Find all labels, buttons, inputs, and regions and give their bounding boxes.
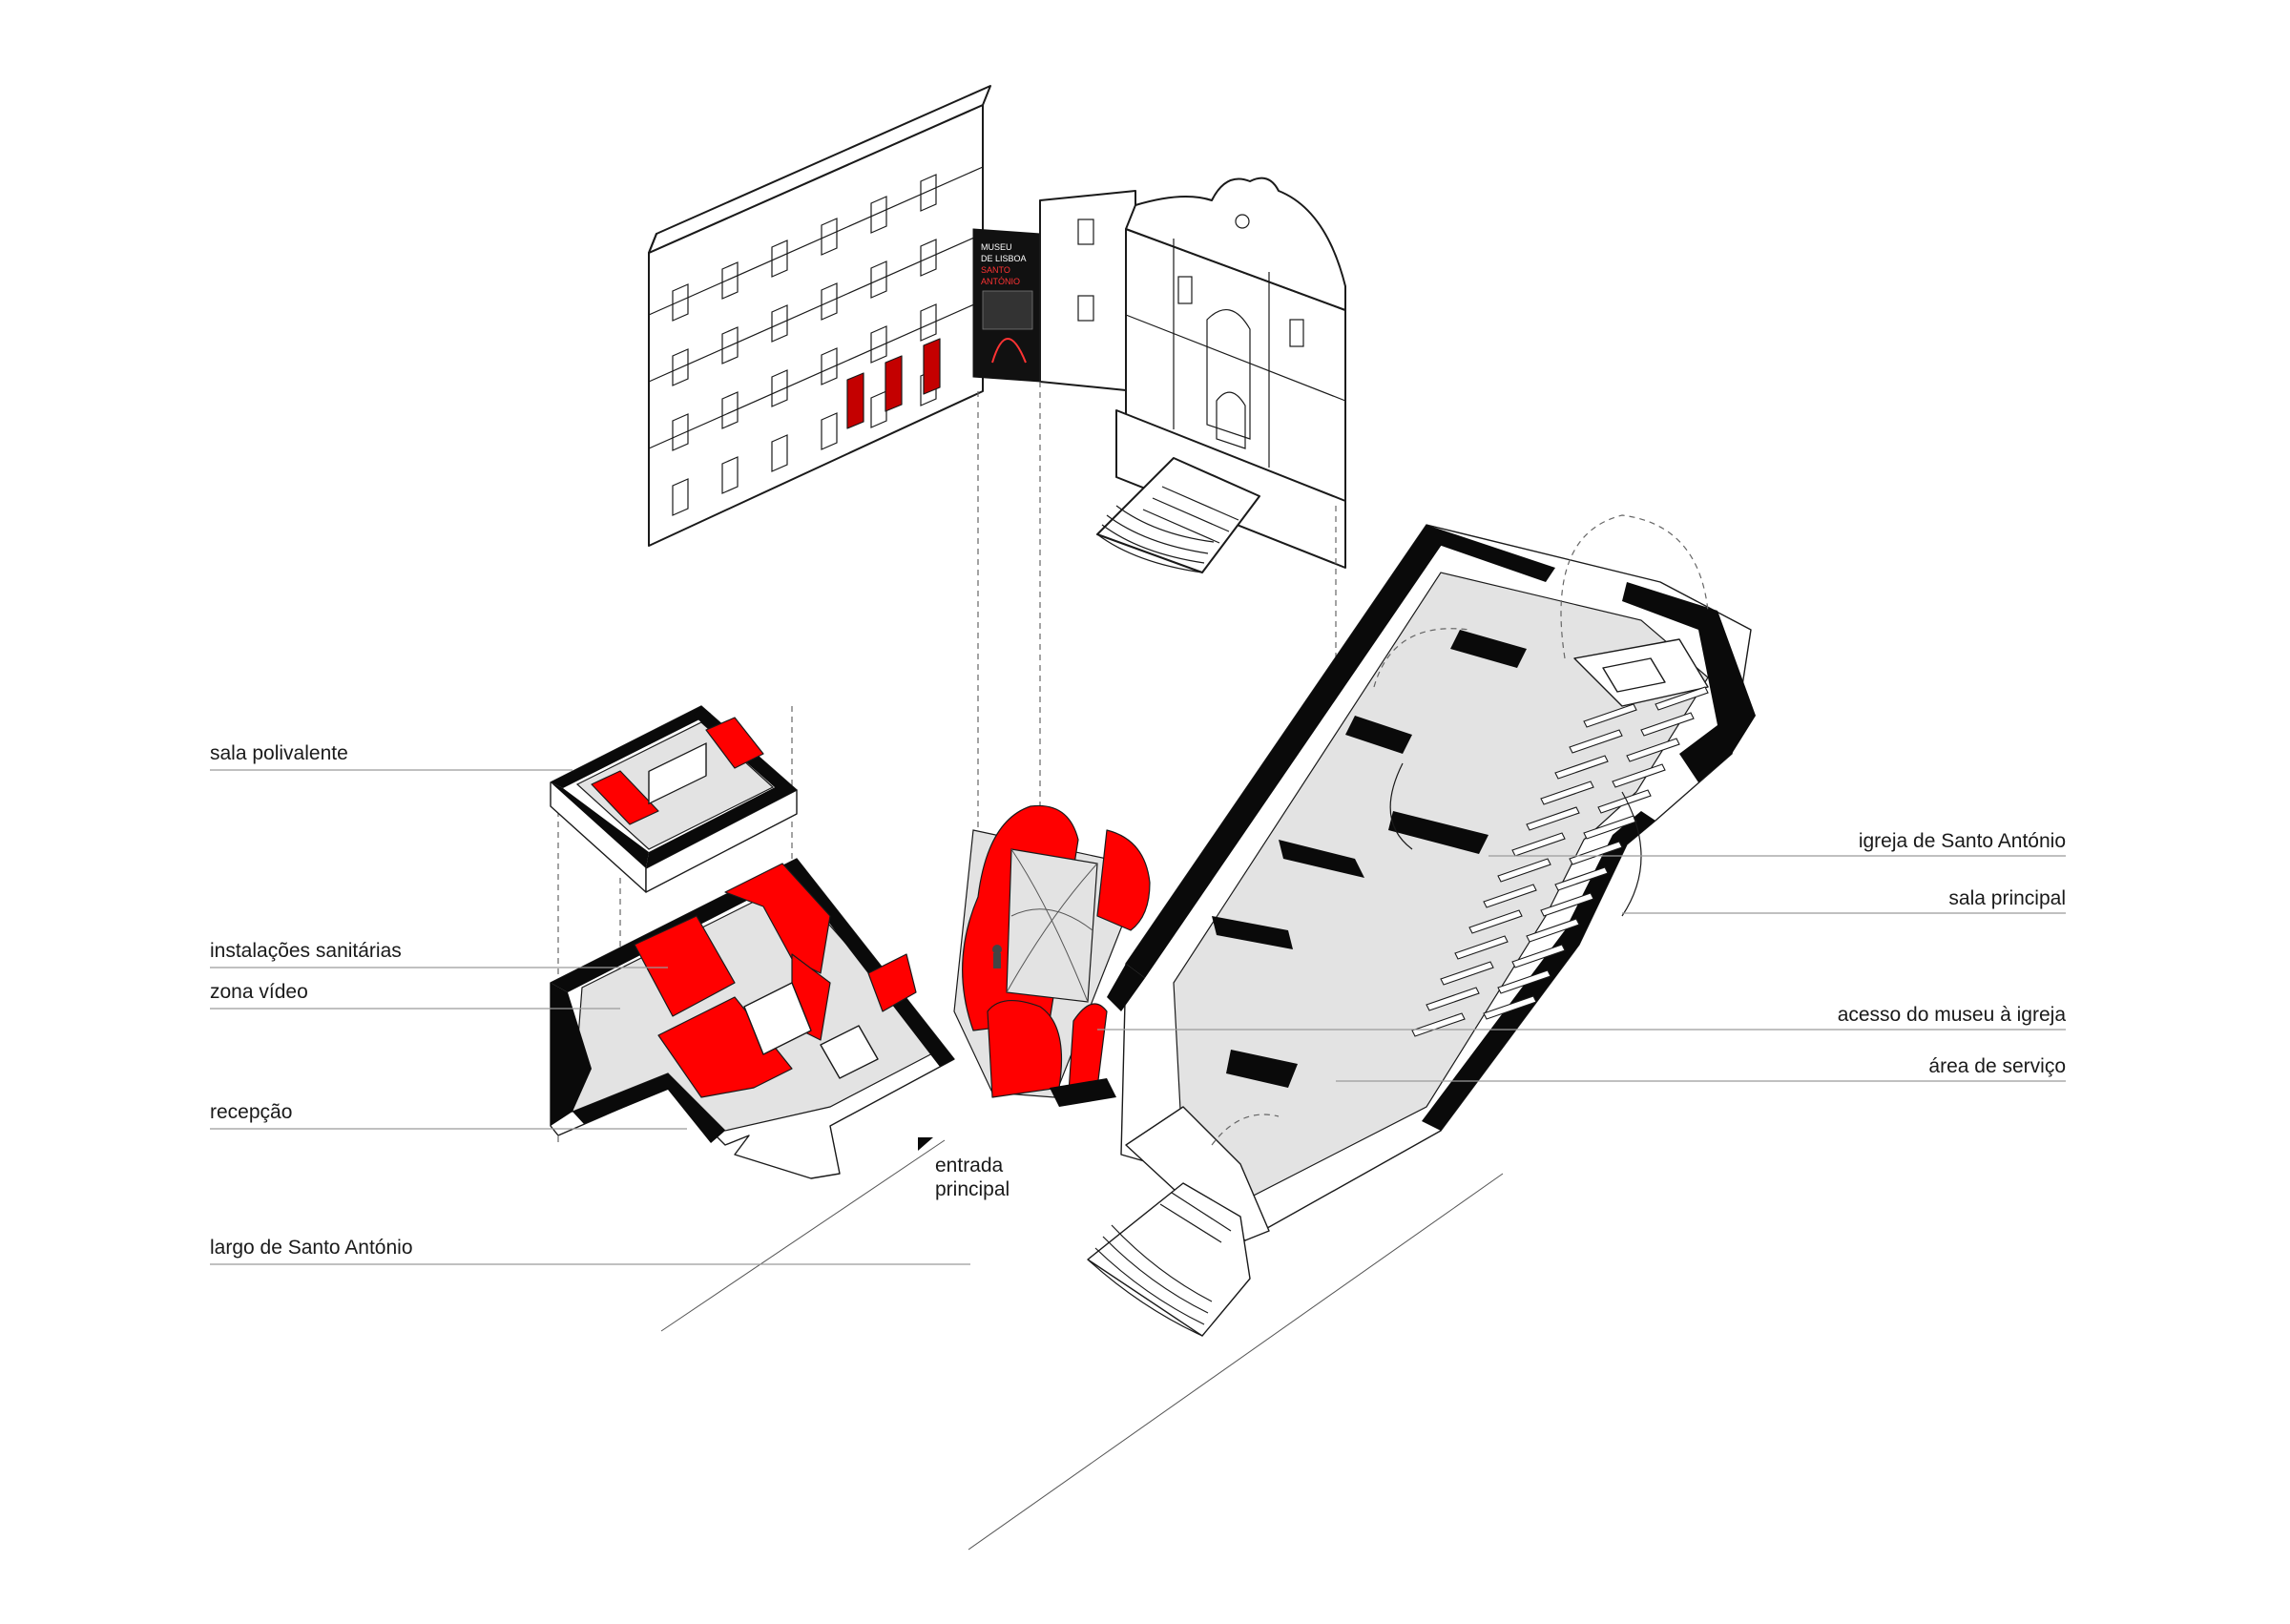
church-pew [1483,884,1537,908]
facade-window [672,283,689,322]
church-pew [1640,712,1695,737]
banner-text-2: DE LISBOA [981,254,1027,263]
church-pew [1526,806,1580,831]
label-area-servico: área de serviço [1928,1055,2066,1077]
label-igreja-santo-antonio: igreja de Santo António [1859,830,2066,852]
museum-building-facade [648,85,991,547]
label-recepcao: recepção [210,1101,292,1123]
facade-window [771,434,788,472]
banner-text-1: MUSEU [981,242,1012,252]
museum-ground-floor-plan [550,858,955,1179]
church-pew [1569,729,1623,754]
church-pew [1483,995,1537,1020]
facade-window [870,325,887,364]
church-plan [1087,514,1756,1337]
facade-window [870,260,887,299]
facade-window [721,456,739,494]
church-pew [1454,935,1509,960]
church-pew [1497,969,1551,994]
facade-window [821,218,838,256]
banner-text-4: ANTÓNIO [981,277,1020,286]
church-pew [1468,909,1523,934]
facade-window [821,412,838,450]
facade-window [821,282,838,321]
facade-window [771,239,788,278]
church-pew [1526,918,1580,943]
label-sala-principal: sala principal [1948,887,2066,909]
church-pew [1597,789,1652,814]
label-zona-video: zona vídeo [210,981,308,1003]
church-pew [1655,686,1709,711]
facade-window [920,174,937,212]
museum-banner: MUSEU DE LISBOA SANTO ANTÓNIO [972,228,1041,383]
ground-lines [660,1139,1504,1551]
church-pew [1411,1012,1466,1037]
church-pew [1511,832,1566,857]
left-labels: sala polivalente instalações sanitárias … [210,742,1010,1265]
right-labels: igreja de Santo António sala principal a… [1097,830,2067,1082]
label-entrada: entrada [935,1155,1004,1176]
entrance-arrow-icon [918,1137,933,1151]
facade-window [870,196,887,234]
church-pew [1540,892,1594,917]
facade-window [672,413,689,451]
facade-window [721,326,739,364]
facade-window [771,369,788,407]
church-pew [1540,781,1594,805]
museum-red-doors [846,338,941,429]
church-facade [1039,177,1346,573]
cloister-plan [953,804,1151,1107]
label-instalacoes-sanitarias: instalações sanitárias [210,940,402,962]
banner-text-3: SANTO [981,265,1010,275]
church-pew [1497,858,1551,883]
church-pew [1626,738,1680,762]
church-pew [1554,755,1609,780]
facade-window [821,347,838,385]
label-largo-santo-antonio: largo de Santo António [210,1237,413,1259]
facade-window [870,390,887,428]
church-pew [1612,763,1666,788]
facade-window [920,303,937,342]
church-pew [1511,944,1566,968]
facade-window [920,239,937,277]
church-pew [1583,815,1637,840]
church-pew [1569,841,1623,865]
church-pew [1426,987,1480,1011]
label-principal: principal [935,1178,1010,1200]
sala-polivalente-plan [550,705,798,893]
label-sala-polivalente: sala polivalente [210,742,348,764]
facade-window [672,348,689,386]
church-pew [1554,866,1609,891]
facade-window [721,391,739,429]
facade-window [672,478,689,516]
facade-window [771,304,788,343]
label-acesso-museu-igreja: acesso do museu à igreja [1838,1004,2067,1026]
church-pew [1440,961,1494,986]
church-pew [1583,703,1637,728]
facade-window [721,261,739,300]
